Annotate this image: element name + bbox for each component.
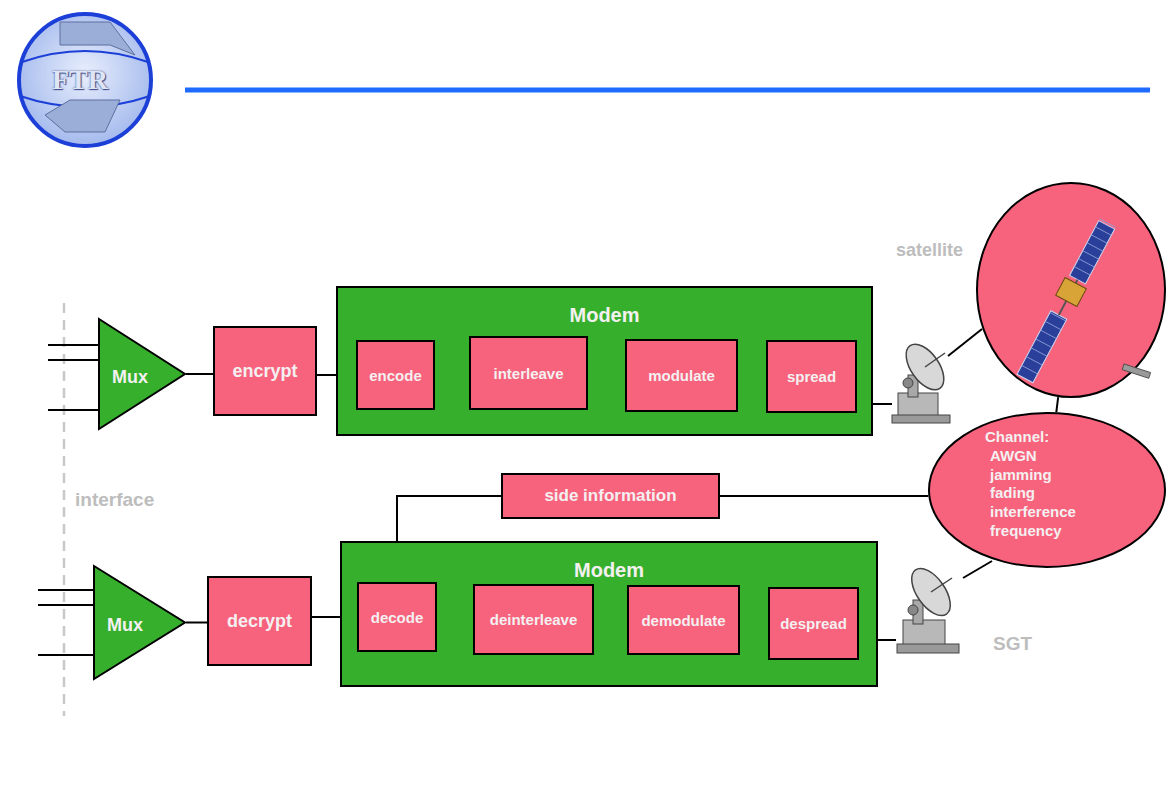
node-label: Modem <box>574 559 644 582</box>
node-label: deinterleave <box>490 611 578 628</box>
node-label: Mux <box>112 367 148 388</box>
process-box: deinterleave <box>473 584 594 655</box>
connector <box>186 373 213 375</box>
interface-label: interface <box>75 489 154 511</box>
process-box: spread <box>766 340 857 413</box>
satellite-ellipse: satellite <box>976 182 1166 398</box>
satellite-picture <box>1014 217 1170 429</box>
connector <box>1056 397 1058 412</box>
dish-antenna <box>892 338 951 423</box>
modem-group: decode deinterleave demodulate despread Mode… <box>340 541 878 687</box>
node-label: side information <box>544 486 676 506</box>
node-label: encrypt <box>232 361 297 382</box>
process-box: modulate <box>625 339 738 412</box>
dish-antenna <box>897 562 959 653</box>
process-box: encode <box>356 340 435 410</box>
channel-ellipse: Channel:AWGN jamming fading interference… <box>928 412 1166 568</box>
station-label: SGT <box>993 633 1032 655</box>
connector <box>186 622 207 624</box>
node-label: satellite <box>896 240 963 261</box>
node-label: encode <box>369 367 422 384</box>
node-label: despread <box>780 615 847 632</box>
process-box: interleave <box>469 336 588 410</box>
mux-triangle: Mux <box>93 565 186 680</box>
process-box: encrypt <box>213 326 317 416</box>
logo-text: FTR <box>52 64 108 96</box>
satellite-ellipse-outline <box>976 182 1166 398</box>
mux-triangle: Mux <box>98 318 186 430</box>
process-box: decode <box>357 582 437 652</box>
node-label: Modem <box>570 304 640 327</box>
process-box: decrypt <box>207 576 312 666</box>
node-label: demodulate <box>641 612 725 629</box>
channel-heading: Channel: <box>985 428 1166 447</box>
node-label: decrypt <box>227 611 292 632</box>
modem-group: encode interleave modulate spread Modem <box>336 286 873 436</box>
node-label: decode <box>371 609 424 626</box>
connector <box>720 495 928 497</box>
process-box: side information <box>501 473 720 519</box>
process-box: demodulate <box>627 585 740 655</box>
node-label: spread <box>787 368 836 385</box>
node-label: Mux <box>107 615 143 636</box>
process-box: despread <box>768 587 859 660</box>
node-label: modulate <box>648 367 715 384</box>
header-rule <box>185 88 1150 93</box>
node-label: interleave <box>493 365 563 382</box>
channel-list: AWGN jamming fading interference frequen… <box>990 447 1076 541</box>
logo <box>19 14 151 146</box>
